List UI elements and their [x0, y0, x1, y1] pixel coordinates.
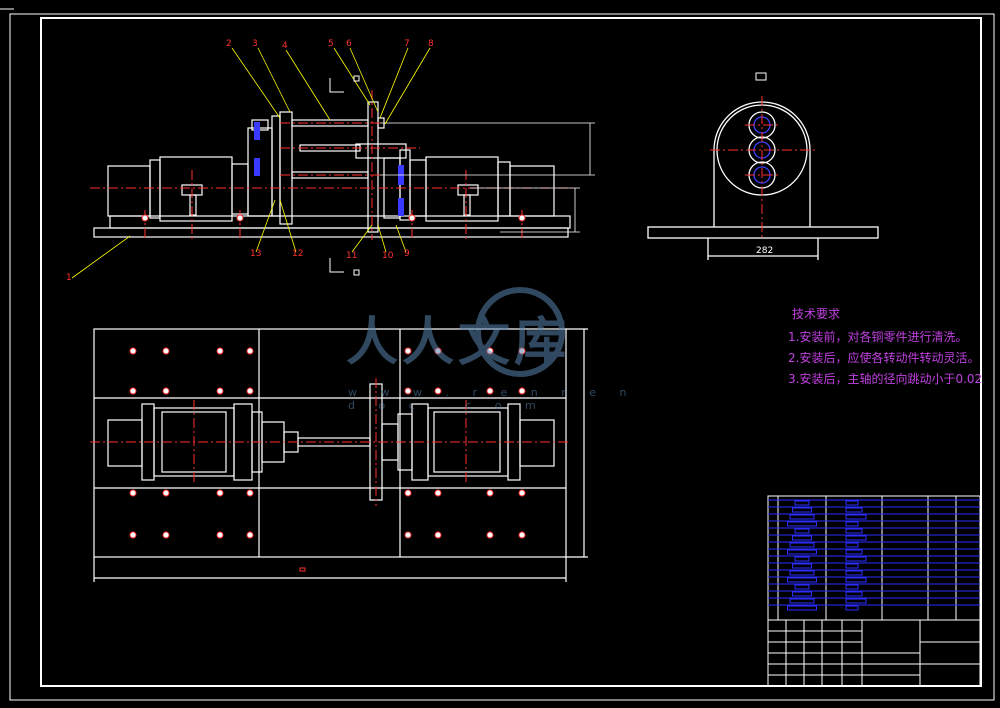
parts-row-cell [794, 584, 810, 590]
parts-row-cell [792, 535, 812, 541]
balloon-3: 3 [252, 39, 258, 49]
parts-row-cell [794, 556, 810, 562]
parts-row-cell [845, 507, 863, 513]
balloon-10: 10 [382, 251, 394, 261]
parts-row-cell [789, 598, 815, 604]
bearing-marks [254, 122, 404, 216]
outer-border [9, 13, 995, 701]
front-view [93, 101, 571, 238]
parts-row-cell [845, 584, 859, 590]
parts-row-cell [792, 507, 812, 513]
parts-row-cell [845, 556, 867, 562]
balloon-5: 5 [328, 39, 334, 49]
balloon-2: 2 [226, 39, 232, 49]
parts-row-cell [789, 514, 815, 520]
parts-row-cell [787, 605, 817, 611]
front-centerlines [90, 90, 575, 240]
technical-requirements: 技术要求 1.安装前，对各铜零件进行清洗。 2.安装后，应使各转动件转动灵活。 … [788, 304, 982, 390]
parts-row-cell [845, 570, 863, 576]
parts-row-cell [845, 598, 867, 604]
tech-req-item-2: 2.安装后，应使各转动件转动灵活。 [788, 351, 980, 365]
parts-row-cell [845, 605, 859, 611]
balloon-labels: 1 2 3 4 5 6 7 8 9 10 11 12 13 [66, 39, 434, 283]
parts-row-cell [845, 591, 863, 597]
bolt-holes [129, 214, 526, 539]
balloon-8: 8 [428, 39, 434, 49]
top-view [93, 328, 588, 582]
parts-row-cell [845, 528, 863, 534]
parts-row-cell [845, 535, 867, 541]
parts-row-cell [794, 528, 810, 534]
parts-row-cell [789, 570, 815, 576]
parts-row-cell [845, 514, 867, 520]
balloon-1: 1 [66, 273, 72, 283]
parts-row-cell [845, 521, 859, 527]
tech-req-title: 技术要求 [792, 307, 841, 321]
balloon-6: 6 [346, 39, 352, 49]
parts-row-cell [787, 577, 817, 583]
side-view [647, 101, 879, 260]
balloon-7: 7 [404, 39, 410, 49]
title-block [767, 619, 981, 687]
balloon-13: 13 [250, 249, 261, 259]
parts-row-cell [789, 542, 815, 548]
tech-req-item-3: 3.安装后，主轴的径向跳动小于0.02 [788, 372, 983, 386]
tech-req-item-1: 1.安装前，对各铜零件进行清洗。 [788, 330, 968, 344]
parts-row-cell [787, 521, 817, 527]
parts-row-cell [792, 563, 812, 569]
balloon-9: 9 [404, 249, 410, 259]
parts-row-cell [845, 500, 859, 506]
parts-row-cell [845, 542, 859, 548]
leader-lines [71, 47, 431, 279]
front-dimensions [380, 122, 595, 233]
parts-row-cell [794, 500, 810, 506]
balloon-12: 12 [292, 249, 303, 259]
side-width-dimension: 282 [756, 246, 773, 256]
balloon-4: 4 [282, 41, 288, 51]
parts-row-cell [792, 591, 812, 597]
parts-row-cell [787, 549, 817, 555]
inner-border [40, 17, 982, 687]
parts-row-cell [845, 549, 863, 555]
balloon-11: 11 [346, 251, 357, 261]
parts-row-cell [845, 577, 867, 583]
parts-row-cell [845, 563, 859, 569]
